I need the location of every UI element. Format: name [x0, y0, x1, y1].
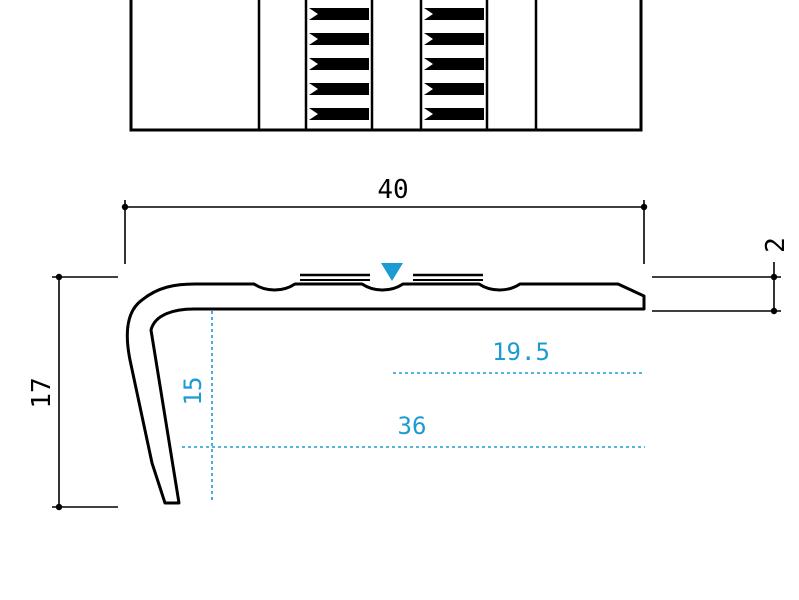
dim-width-label: 40: [377, 175, 408, 205]
anti-slip-strip-left: [304, 0, 374, 132]
dim-tread-full-label: 36: [398, 412, 427, 440]
serration-arrow: [309, 58, 369, 70]
serration-arrow: [309, 108, 369, 120]
triangle-down-marker-icon: [381, 263, 403, 281]
dim-dot: [121, 203, 129, 211]
profile-section: [125, 273, 646, 505]
top-view: [129, 0, 643, 132]
dim-dot: [55, 273, 63, 281]
dimension-lines-black: [52, 200, 781, 508]
anti-slip-strip-right: [419, 0, 489, 132]
serration-arrow: [424, 8, 484, 20]
serration-arrow: [424, 108, 484, 120]
dim-inner-leg-label: 15: [179, 377, 207, 406]
dim-dot: [770, 273, 778, 281]
serration-arrow: [424, 58, 484, 70]
anti-slip-serrations: [309, 8, 484, 120]
serration-arrow: [309, 8, 369, 20]
serration-arrow: [309, 33, 369, 45]
top-view-outline: [129, 0, 643, 132]
dim-thickness-label: 2: [761, 237, 791, 253]
serration-arrow: [424, 83, 484, 95]
dim-dot: [55, 503, 63, 511]
dim-height-label: 17: [27, 377, 57, 408]
dimension-dots: [55, 203, 778, 511]
serration-arrow: [309, 83, 369, 95]
dim-dot: [770, 307, 778, 315]
profile-outer-contour: [125, 282, 646, 505]
serration-arrow: [424, 33, 484, 45]
dimension-lines-blue: [182, 311, 645, 503]
dim-tread-half-label: 19.5: [492, 338, 550, 366]
dim-dot: [640, 203, 648, 211]
